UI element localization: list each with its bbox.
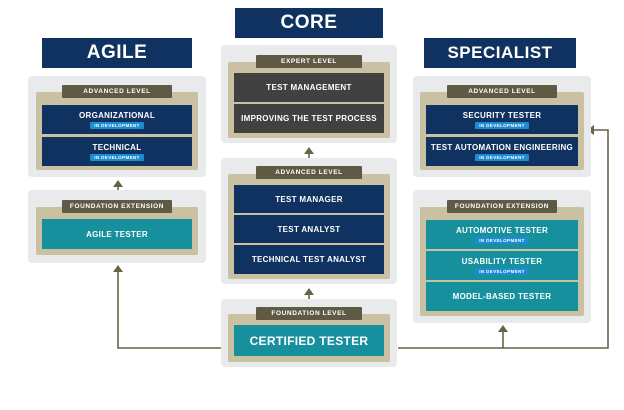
technical-test-analyst-box[interactable]: TECHNICAL TEST ANALYST xyxy=(234,245,384,274)
arrowhead-agile-advanced xyxy=(113,180,123,187)
test-automation-engineering-label: TEST AUTOMATION ENGINEERING xyxy=(430,142,574,152)
usability-tester-label: USABILITY TESTER xyxy=(461,256,543,266)
model-based-tester-box[interactable]: MODEL-BASED TESTER xyxy=(426,282,578,311)
agile-tester-label: AGILE TESTER xyxy=(86,229,148,239)
certified-tester-box[interactable]: CERTIFIED TESTER xyxy=(234,325,384,356)
security-tester-box[interactable]: SECURITY TESTER IN DEVELOPMENT xyxy=(426,105,578,134)
test-management-label: TEST MANAGEMENT xyxy=(266,83,352,92)
arrowhead-specialist-foundation xyxy=(498,325,508,332)
test-automation-engineering-box[interactable]: TEST AUTOMATION ENGINEERING IN DEVELOPME… xyxy=(426,137,578,166)
specialist-foundation-level-tag: FOUNDATION EXTENSION xyxy=(447,200,557,213)
in-development-badge: IN DEVELOPMENT xyxy=(475,121,529,129)
arrowhead-core-advanced xyxy=(304,288,314,295)
core-advanced-level-tag: ADVANCED LEVEL xyxy=(256,166,362,179)
in-development-badge: IN DEVELOPMENT xyxy=(475,267,529,275)
specialist-header: SPECIALIST xyxy=(424,38,576,68)
usability-tester-box[interactable]: USABILITY TESTER IN DEVELOPMENT xyxy=(426,251,578,280)
core-expert-level-tag: EXPERT LEVEL xyxy=(256,55,362,68)
agile-technical-box[interactable]: TECHNICAL IN DEVELOPMENT xyxy=(42,137,192,166)
agile-organizational-label: ORGANIZATIONAL xyxy=(78,110,156,120)
security-tester-label: SECURITY TESTER xyxy=(462,110,542,120)
test-analyst-box[interactable]: TEST ANALYST xyxy=(234,215,384,243)
specialist-advanced-level-tag: ADVANCED LEVEL xyxy=(447,85,557,98)
connector-to-specialist-advanced xyxy=(503,129,609,349)
connector-to-agile xyxy=(117,272,230,349)
test-analyst-label: TEST ANALYST xyxy=(277,224,341,234)
agile-foundation-level-tag: FOUNDATION EXTENSION xyxy=(62,200,172,213)
in-development-badge: IN DEVELOPMENT xyxy=(475,153,529,161)
test-management-box[interactable]: TEST MANAGEMENT xyxy=(234,73,384,102)
in-development-badge: IN DEVELOPMENT xyxy=(475,236,529,244)
certified-tester-label: CERTIFIED TESTER xyxy=(249,333,369,348)
technical-test-analyst-label: TECHNICAL TEST ANALYST xyxy=(251,255,367,264)
agile-tester-box[interactable]: AGILE TESTER xyxy=(42,219,192,249)
test-manager-label: TEST MANAGER xyxy=(275,194,343,204)
agile-technical-label: TECHNICAL xyxy=(92,142,142,152)
automotive-tester-label: AUTOMOTIVE TESTER xyxy=(455,225,549,235)
improving-test-process-label: IMPROVING THE TEST PROCESS xyxy=(241,114,377,123)
core-header: CORE xyxy=(235,8,383,38)
agile-advanced-level-tag: ADVANCED LEVEL xyxy=(62,85,172,98)
arrowhead-agile xyxy=(113,265,123,272)
in-development-badge: IN DEVELOPMENT xyxy=(90,153,144,161)
arrowhead-core-expert xyxy=(304,147,314,154)
automotive-tester-box[interactable]: AUTOMOTIVE TESTER IN DEVELOPMENT xyxy=(426,220,578,249)
connector-to-specialist-foundation xyxy=(398,332,504,349)
agile-organizational-box[interactable]: ORGANIZATIONAL IN DEVELOPMENT xyxy=(42,105,192,134)
improving-test-process-box[interactable]: IMPROVING THE TEST PROCESS xyxy=(234,104,384,133)
model-based-tester-label: MODEL-BASED TESTER xyxy=(452,292,552,301)
agile-header: AGILE xyxy=(42,38,192,68)
core-foundation-level-tag: FOUNDATION LEVEL xyxy=(256,307,362,320)
in-development-badge: IN DEVELOPMENT xyxy=(90,121,144,129)
test-manager-box[interactable]: TEST MANAGER xyxy=(234,185,384,213)
